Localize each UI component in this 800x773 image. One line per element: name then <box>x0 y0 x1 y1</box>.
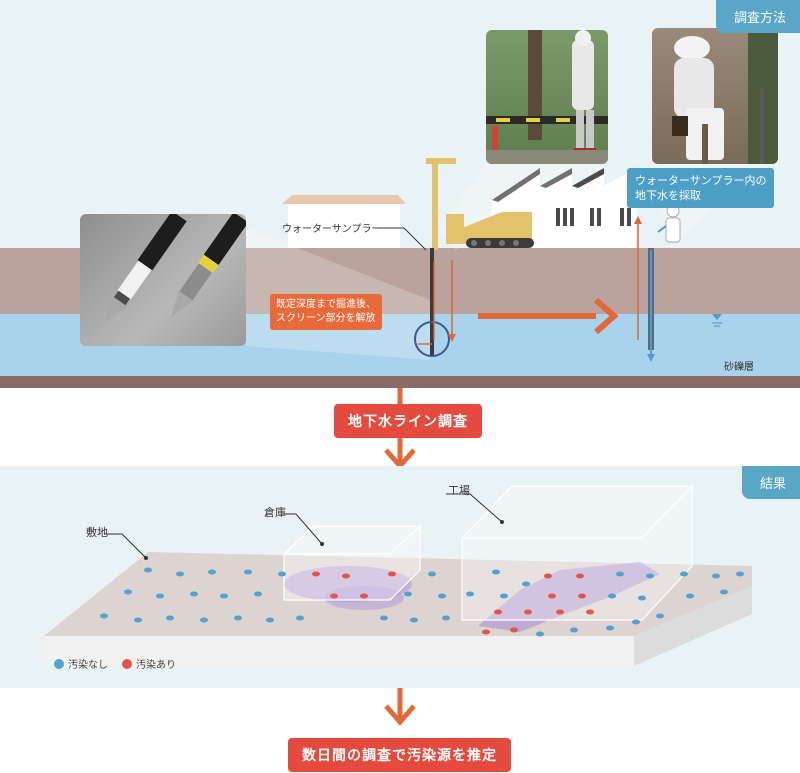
sampler-probe-photo <box>80 214 246 346</box>
contaminated-legend-label: 汚染あり <box>136 660 176 671</box>
procedure-label: 既定深度まで掘進後、 スクリーン部分を解放 <box>270 294 382 330</box>
gravel-layer-label: 砂礫層 <box>724 362 754 373</box>
water-sampler-label: ウォーターサンプラー <box>282 224 382 235</box>
method-tab: 調査方法 <box>715 0 800 33</box>
warehouse-roof <box>282 195 406 204</box>
estimate-source-label: 数日間の調査で汚染源を推定 <box>288 738 511 772</box>
factory-roof-3 <box>572 168 604 188</box>
warehouse-box <box>284 526 420 600</box>
factory-windows <box>556 208 631 226</box>
water-table-symbol <box>712 314 722 320</box>
result-panel: 結果 敷地 倉庫 工場 汚染なし 汚染あり <box>0 466 800 688</box>
drilling-site-photo <box>486 30 608 164</box>
flow-arrow-head <box>594 297 619 335</box>
collect-label-line1: ウォーターサンプラー内の <box>635 174 767 187</box>
groundwater-line-survey-label: 地下水ライン調査 <box>334 404 482 438</box>
drilling-site-drawing <box>486 30 608 164</box>
factory-leader <box>446 493 503 523</box>
clean-legend-dot <box>54 658 64 669</box>
method-panel: 調査方法 ウォーターサンプラー 既定深度まで掘進後、 スクリーン部分を解放 ウォ… <box>0 0 800 388</box>
factory-roof-1 <box>492 168 540 202</box>
worker-figure <box>657 204 681 243</box>
factory-box <box>462 486 692 620</box>
site-slab-front <box>44 636 634 666</box>
drill-rod <box>430 248 434 356</box>
drilling-rig <box>426 158 534 250</box>
bedrock-strip <box>0 376 800 388</box>
warehouse-building <box>288 204 400 248</box>
site-leader <box>104 533 147 559</box>
sampler-label-leader <box>378 227 427 251</box>
contaminated-legend-dot <box>122 658 132 669</box>
collect-label-line2: 地下水を採取 <box>635 189 701 202</box>
procedure-label-line1: 既定深度まで掘進後、 <box>276 299 376 310</box>
step1-arrowhead <box>384 448 416 470</box>
contaminated-points <box>312 571 594 635</box>
step2-arrowhead <box>384 704 416 726</box>
screen-highlight-circle <box>414 321 450 357</box>
site-label: 敷地 <box>86 526 108 539</box>
clean-legend-label: 汚染なし <box>68 660 108 671</box>
site-map-illustration <box>44 485 752 666</box>
site-slab-side <box>634 586 752 666</box>
result-tab: 結果 <box>741 466 800 499</box>
factory-label: 工場 <box>448 484 470 497</box>
collect-groundwater-label: ウォーターサンプラー内の 地下水を採取 <box>627 168 775 208</box>
factory-roof-2 <box>540 168 572 188</box>
sampling-worker-photo <box>652 28 778 164</box>
warehouse-label: 倉庫 <box>264 506 286 519</box>
probe-drawing <box>104 214 246 323</box>
factory-plume <box>478 562 660 632</box>
clean-points <box>100 567 744 637</box>
procedure-label-line2: スクリーン部分を解放 <box>276 313 376 324</box>
sampling-worker-drawing <box>672 28 778 164</box>
sampling-points <box>100 567 744 637</box>
map-legend: 汚染なし 汚染あり <box>54 656 176 671</box>
warehouse-leader <box>282 513 323 545</box>
